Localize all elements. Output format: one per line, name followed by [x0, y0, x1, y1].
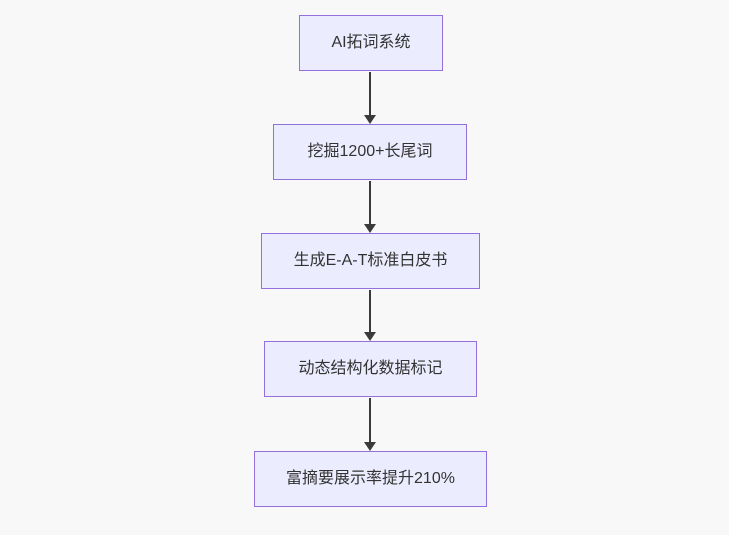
- flow-node-longtail-mining: 挖掘1200+长尾词: [273, 124, 467, 180]
- flow-node-ai-keyword-system: AI拓词系统: [299, 15, 443, 71]
- arrowhead-down-icon: [364, 332, 376, 341]
- flow-edge-3: [364, 290, 376, 341]
- flow-edge-4: [364, 398, 376, 451]
- arrowhead-down-icon: [364, 115, 376, 124]
- flow-node-label: 挖掘1200+长尾词: [307, 143, 433, 161]
- edge-line: [369, 181, 371, 224]
- flow-node-label: 富摘要展示率提升210%: [286, 470, 455, 488]
- flow-node-rich-snippet-rate: 富摘要展示率提升210%: [254, 451, 487, 507]
- arrowhead-down-icon: [364, 224, 376, 233]
- flow-node-eat-whitepaper: 生成E-A-T标准白皮书: [261, 233, 480, 289]
- edge-line: [369, 72, 371, 115]
- flow-node-label: AI拓词系统: [331, 34, 411, 52]
- edge-line: [369, 398, 371, 442]
- edge-line: [369, 290, 371, 332]
- flow-node-label: 生成E-A-T标准白皮书: [293, 252, 448, 270]
- flow-node-structured-data-markup: 动态结构化数据标记: [264, 341, 477, 397]
- flow-edge-2: [364, 181, 376, 233]
- flow-node-label: 动态结构化数据标记: [298, 360, 443, 378]
- arrowhead-down-icon: [364, 442, 376, 451]
- flow-edge-1: [364, 72, 376, 124]
